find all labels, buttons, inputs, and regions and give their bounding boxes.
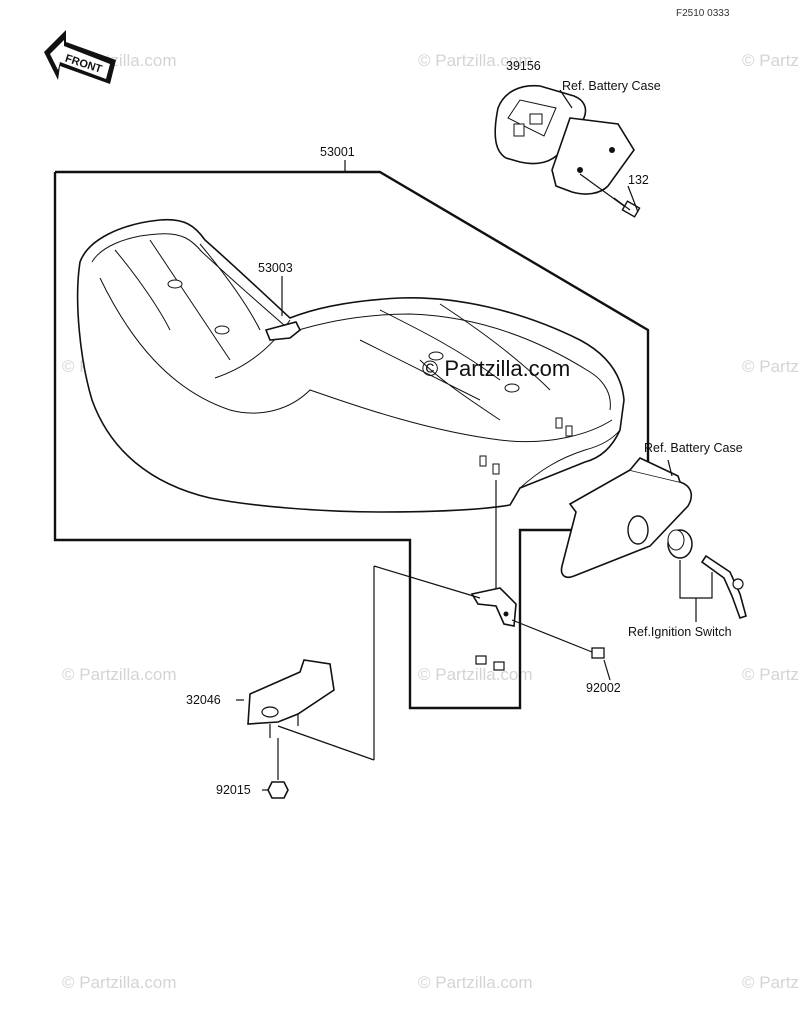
watermark: © Partzilla.com [742, 973, 800, 992]
part-label-bolt-92002: 92002 [586, 681, 621, 695]
bolt-92002-icon [511, 619, 611, 681]
part-label-bolt-132: 132 [628, 173, 649, 187]
watermark: © Partzilla.com [418, 665, 533, 684]
watermark: © Partzilla.com [62, 665, 177, 684]
watermark: © Partzilla.com [742, 51, 800, 70]
figure-code: F2510 0333 [676, 8, 730, 19]
seat-mount-bracket-icon [470, 480, 517, 671]
part-label-nut: 92015 [216, 783, 251, 797]
ignition-switch-icon [667, 529, 747, 622]
part-label-holder: 39156 [506, 59, 541, 73]
watermark: © Partzilla.com [418, 51, 533, 70]
part-label-battery-case-top: Ref. Battery Case [562, 79, 661, 93]
bolt-132-icon [579, 173, 641, 218]
connector-lines [277, 565, 481, 761]
part-label-bracket: 32046 [186, 693, 221, 707]
part-label-emblem: 53003 [258, 261, 293, 275]
part-label-seat: 53001 [320, 145, 355, 159]
emblem-icon [264, 276, 302, 341]
nut-92015-icon [262, 738, 289, 799]
battery-case-right-icon [560, 457, 693, 579]
watermark: © Partzilla.com [742, 357, 800, 376]
seat-icon [76, 218, 625, 513]
watermark: © Partzilla.com [742, 665, 800, 684]
assembly-outline [53, 160, 650, 710]
watermark-layer: © Partzilla.com © Partzilla.com © Partzi… [62, 51, 800, 992]
watermark: © Partzilla.com [418, 973, 533, 992]
front-arrow-icon: FRONT [44, 30, 116, 84]
part-label-battery-case-right: Ref. Battery Case [644, 441, 743, 455]
watermark: © Partzilla.com [62, 973, 177, 992]
part-label-ignition-switch: Ref.Ignition Switch [628, 625, 732, 639]
battery-case-top-icon [551, 89, 635, 195]
watermark-center: © Partzilla.com [422, 356, 570, 381]
bracket-32046-icon [236, 659, 335, 738]
